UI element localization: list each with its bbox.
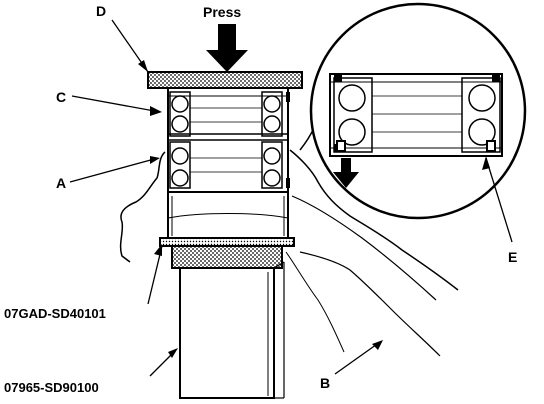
detail-bearing-ball xyxy=(338,118,366,146)
label-b: B xyxy=(320,375,330,391)
hub-bore xyxy=(167,192,289,238)
bearing-ball xyxy=(171,95,189,113)
hub-lower-contour xyxy=(299,251,441,357)
down-arrow-icon xyxy=(333,158,359,188)
hub-housing-outline xyxy=(119,149,459,291)
bearing-ball xyxy=(263,147,281,165)
bearing-ball xyxy=(263,95,281,113)
leader-lines xyxy=(69,19,513,377)
label-e: E xyxy=(508,249,517,265)
tool-ring-lower xyxy=(171,245,283,269)
leader-arrowheads xyxy=(138,60,490,358)
label-c: C xyxy=(56,89,66,105)
label-tool-lower: 07965-SD90100 xyxy=(4,380,99,395)
detail-callout xyxy=(299,2,527,220)
detail-bearing-ball xyxy=(468,84,496,112)
bearing-ball xyxy=(263,169,281,187)
press-label: Press xyxy=(203,4,241,20)
detail-bearing-ball xyxy=(338,84,366,112)
detail-bearing-ball xyxy=(468,118,496,146)
bearing-ball xyxy=(171,115,189,133)
wheel-bearing xyxy=(167,87,290,193)
label-d: D xyxy=(96,3,106,19)
label-a: A xyxy=(56,175,66,191)
bearing-ball xyxy=(171,147,189,165)
tool-cylinder xyxy=(179,261,285,399)
hub-flange-line xyxy=(291,195,437,301)
hub-inner-contour xyxy=(285,251,345,353)
tool-ring-upper xyxy=(159,237,295,247)
press-arrow-icon xyxy=(206,24,248,72)
label-tool-upper: 07GAD-SD40101 xyxy=(4,306,106,321)
bearing-ball xyxy=(171,169,189,187)
press-plate xyxy=(147,71,303,89)
bearing-ball xyxy=(263,115,281,133)
